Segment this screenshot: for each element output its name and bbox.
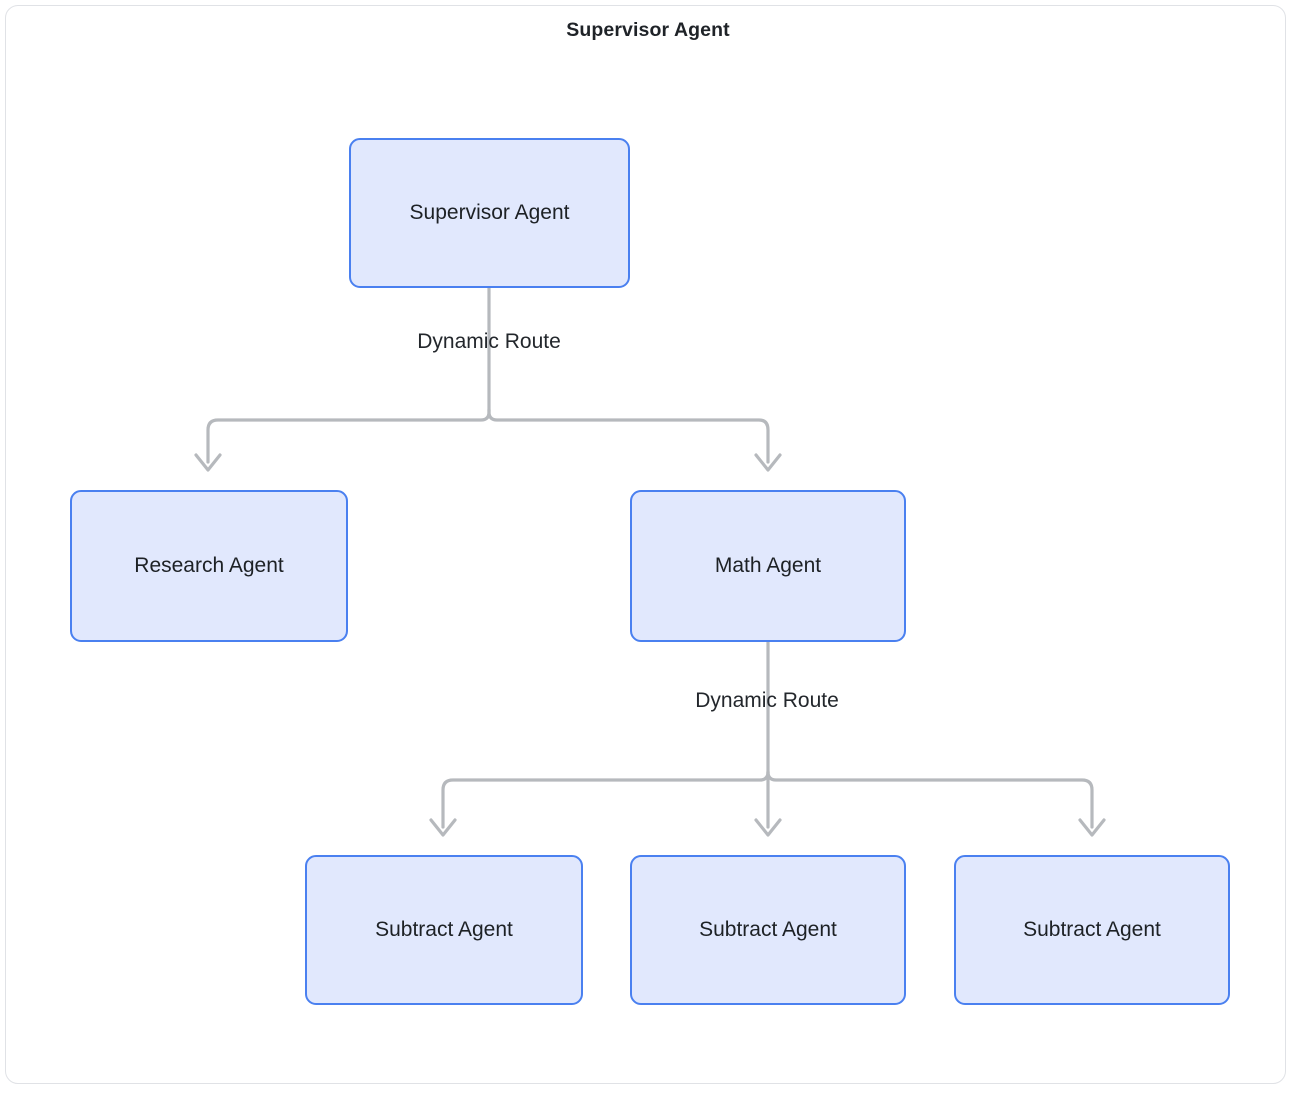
node-label: Math Agent (714, 554, 822, 578)
node-research-agent[interactable]: Research Agent (70, 490, 348, 642)
node-label: Subtract Agent (1023, 918, 1161, 942)
node-label: Subtract Agent (375, 918, 513, 942)
edge-label-dynamic-route-middle: Dynamic Route (695, 689, 839, 712)
node-math-agent[interactable]: Math Agent (630, 490, 906, 642)
page-title: Supervisor Agent (566, 19, 730, 41)
node-subtract-agent-3[interactable]: Subtract Agent (954, 855, 1230, 1005)
node-label: Subtract Agent (699, 918, 837, 942)
node-supervisor-agent[interactable]: Supervisor Agent (349, 138, 630, 288)
node-subtract-agent-1[interactable]: Subtract Agent (305, 855, 583, 1005)
edge-label-dynamic-route-top: Dynamic Route (417, 330, 561, 353)
node-subtract-agent-2[interactable]: Subtract Agent (630, 855, 906, 1005)
node-label: Research Agent (134, 554, 284, 578)
node-label: Supervisor Agent (409, 201, 570, 225)
